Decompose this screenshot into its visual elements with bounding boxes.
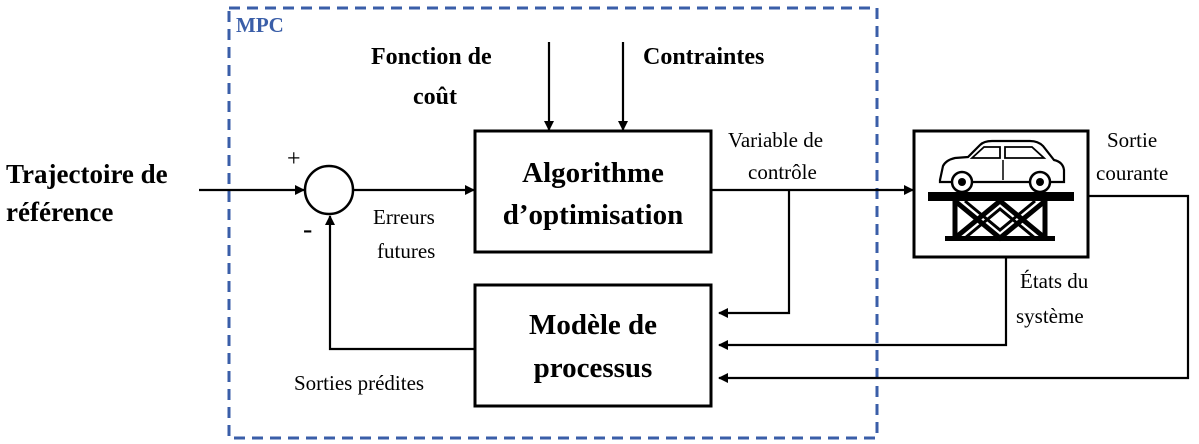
- control-label-line1: Variable de: [728, 128, 823, 152]
- states-label-line1: États du: [1020, 269, 1089, 293]
- errors-label-line2: futures: [377, 239, 435, 263]
- predicted-outputs-label: Sorties prédites: [294, 371, 424, 395]
- states-feedback-line: [718, 257, 1008, 350]
- states-label-line2: système: [1016, 304, 1084, 328]
- output-label-line2: courante: [1096, 161, 1168, 185]
- output-label-line1: Sortie: [1107, 128, 1157, 152]
- reference-label-line2: référence: [6, 197, 113, 227]
- optimizer-label-line1: Algorithme: [522, 157, 664, 189]
- reference-label-line1: Trajectoire de: [6, 159, 168, 189]
- control-label-line2: contrôle: [748, 160, 817, 184]
- car-on-lift-icon: [928, 139, 1074, 242]
- model-label-line1: Modèle de: [529, 309, 657, 341]
- cost-function-label-line2: coût: [413, 84, 457, 110]
- predicted-outputs-line: [325, 215, 475, 351]
- model-label-line2: processus: [534, 352, 653, 384]
- minus-sign: -: [303, 214, 312, 245]
- plus-sign: +: [287, 146, 301, 172]
- mpc-label: MPC: [236, 13, 284, 37]
- constraints-label: Contraintes: [643, 44, 764, 70]
- optimizer-block: [473, 129, 713, 254]
- control-to-model-line: [718, 190, 791, 318]
- output-feedback-line: [718, 194, 1190, 383]
- optimizer-label-line2: d’optimisation: [503, 199, 683, 231]
- errors-label-line1: Erreurs: [373, 205, 435, 229]
- cost-function-label-line1: Fonction de: [371, 44, 492, 70]
- process-model-block: [473, 283, 713, 408]
- summing-junction: [303, 164, 355, 216]
- mpc-boundary: [227, 6, 879, 440]
